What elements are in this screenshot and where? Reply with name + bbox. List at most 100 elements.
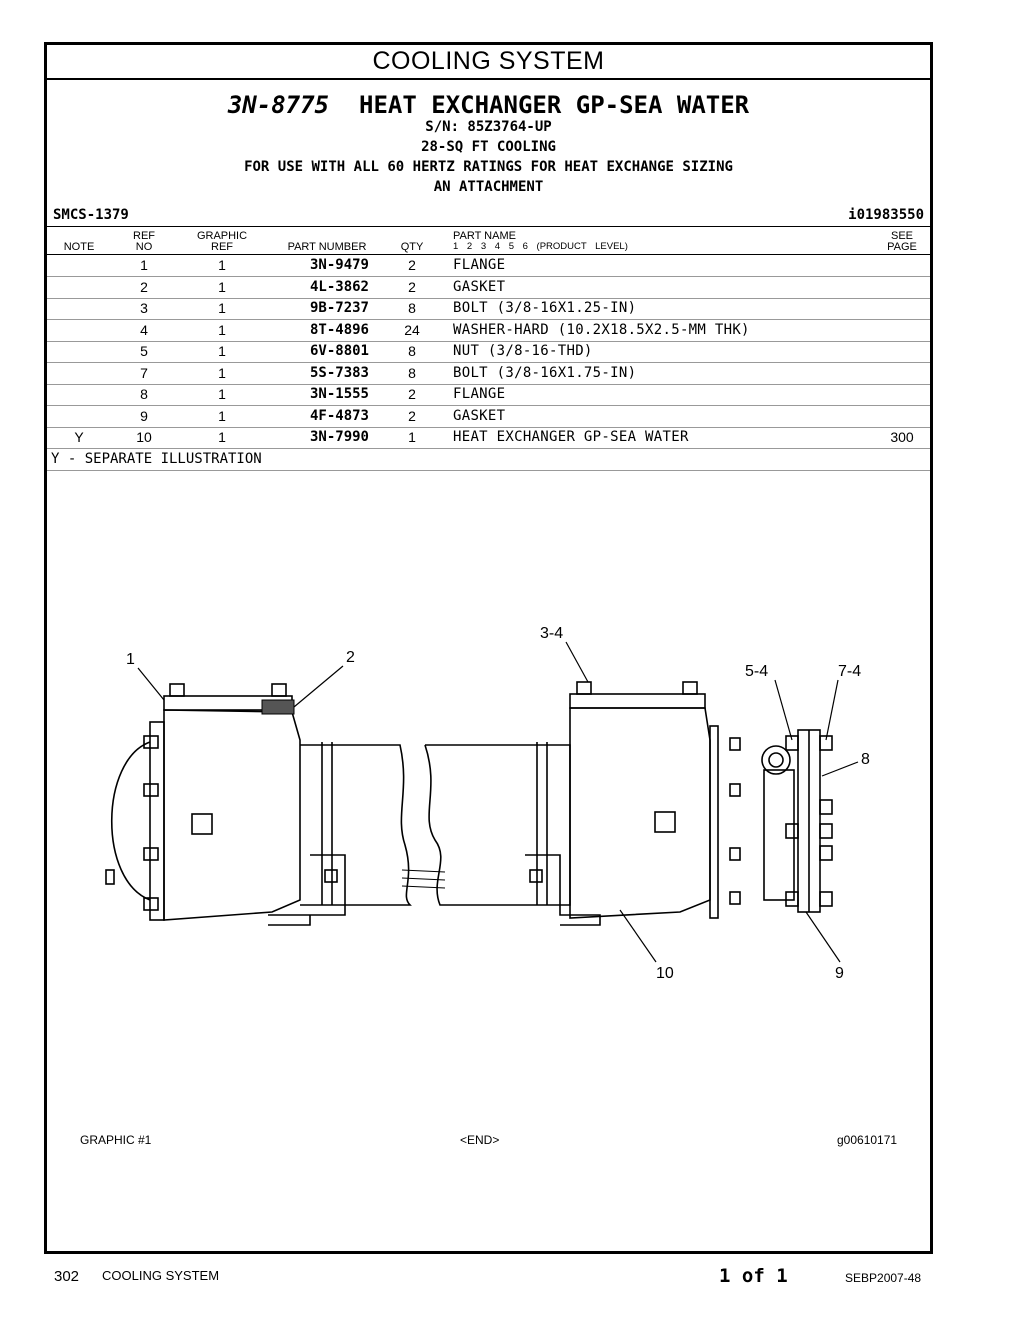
group-part-number: 3N-8775 — [227, 91, 329, 119]
cell-see: 300 — [890, 429, 914, 445]
row-rule — [47, 319, 930, 320]
graphic-label: GRAPHIC #1 — [80, 1133, 152, 1147]
cell-ref: 4 — [140, 321, 148, 338]
cell-qty: 24 — [404, 321, 420, 338]
right-drain-plug — [654, 811, 676, 833]
cell-note: Y — [74, 429, 84, 445]
end-fitting — [761, 745, 791, 775]
cell-part-number: 3N-7990 — [309, 429, 369, 445]
row-rule — [47, 448, 930, 449]
row-rule — [47, 426, 930, 428]
legend-rule — [47, 470, 930, 471]
left-end-bolts — [143, 735, 159, 911]
top-bolts-right — [576, 681, 698, 695]
right-bolts — [729, 737, 741, 905]
col-graphic-top: GRAPHIC — [196, 230, 248, 242]
cell-qty: 8 — [408, 364, 416, 381]
graphic-id: g00610171 — [837, 1133, 898, 1147]
cell-qty: 8 — [408, 343, 416, 359]
cell-graphic: 1 — [218, 429, 226, 445]
cell-graphic: 1 — [218, 407, 226, 424]
cell-ref: 10 — [136, 429, 152, 445]
section-title: COOLING SYSTEM — [47, 45, 930, 80]
cell-ref: 7 — [140, 364, 148, 381]
callout-3-4: 3-4 — [540, 625, 563, 642]
footer-section: COOLING SYSTEM — [102, 1268, 220, 1283]
cell-graphic: 1 — [218, 257, 226, 273]
callout-9: 9 — [835, 965, 844, 982]
shell-left — [300, 744, 412, 906]
row-rule — [47, 383, 930, 385]
page-number: 302 — [54, 1268, 80, 1285]
left-fitting — [105, 869, 115, 885]
callout-1: 1 — [126, 651, 135, 668]
left-end-plate — [149, 721, 165, 921]
callout-2: 2 — [346, 649, 355, 666]
cell-qty: 2 — [408, 407, 416, 424]
cell-part-number: 9B-7237 — [309, 300, 369, 316]
col-ref-bottom: NO — [135, 241, 153, 253]
cooling-line: 28-SQ FT COOLING — [421, 139, 556, 155]
group-name: HEAT EXCHANGER GP-SEA WATER — [359, 91, 750, 119]
cell-name: GASKET — [453, 278, 506, 295]
col-part-number: PART NUMBER — [287, 241, 367, 253]
cell-name: BOLT (3/8-16X1.25-IN) — [453, 300, 637, 316]
group-title: 3N-8775 HEAT EXCHANGER GP-SEA WATER — [47, 91, 930, 119]
serial-line: S/N: 85Z3764-UP — [425, 119, 552, 135]
usage-line: FOR USE WITH ALL 60 HERTZ RATINGS FOR HE… — [244, 159, 733, 175]
row-rule — [47, 340, 930, 342]
right-support-bracket — [525, 854, 601, 926]
right-flange-top — [569, 693, 706, 709]
cell-qty: 2 — [408, 257, 416, 273]
left-end-dome — [110, 741, 151, 901]
left-drain-plug — [191, 813, 213, 835]
left-support-bracket — [268, 854, 346, 926]
cell-part-number: 4L-3862 — [309, 278, 369, 295]
right-bonnet — [569, 707, 711, 919]
end-cover — [763, 769, 795, 901]
attachment-line: AN ATTACHMENT — [433, 179, 544, 195]
cell-qty: 1 — [408, 429, 416, 445]
cell-graphic: 1 — [218, 386, 226, 402]
table-top-rule — [47, 226, 930, 227]
callout-7-4: 7-4 — [838, 663, 861, 680]
page-of: 1 of 1 — [719, 1265, 788, 1287]
col-part-name-top: PART NAME — [453, 230, 516, 242]
cell-name: WASHER-HARD (10.2X18.5X2.5-MM THK) — [453, 321, 750, 338]
cell-ref: 1 — [140, 257, 148, 273]
cell-part-number: 5S-7383 — [309, 364, 369, 381]
callout-5-4: 5-4 — [745, 663, 768, 680]
legend-note: Y - SEPARATE ILLUSTRATION — [51, 451, 262, 467]
cell-qty: 2 — [408, 278, 416, 295]
illustration-id: i01983550 — [848, 207, 924, 223]
cell-ref: 8 — [140, 386, 148, 402]
header-rule — [47, 254, 930, 255]
cell-graphic: 1 — [218, 300, 226, 316]
col-ref-top: REF — [133, 230, 155, 242]
cell-qty: 2 — [408, 386, 416, 402]
right-bolt-flange — [709, 725, 719, 919]
cell-ref: 9 — [140, 407, 148, 424]
document-number: SEBP2007-48 — [845, 1271, 922, 1285]
smcs-code: SMCS-1379 — [53, 207, 129, 223]
graphic-end: <END> — [460, 1133, 500, 1147]
cell-name: NUT (3/8-16-THD) — [453, 343, 593, 359]
table-row: Y 10 1 3N-7990 1 HEAT EXCHANGER GP-SEA WATER 3… — [47, 427, 930, 448]
col-note: NOTE — [63, 241, 95, 253]
callout-leaders — [137, 641, 859, 963]
cell-name: HEAT EXCHANGER GP-SEA WATER — [453, 429, 689, 445]
cell-graphic: 1 — [218, 343, 226, 359]
col-see-top: SEE — [890, 230, 913, 242]
cell-graphic: 1 — [218, 364, 226, 381]
cell-name: FLANGE — [453, 257, 506, 273]
cell-name: FLANGE — [453, 386, 506, 402]
row-rule — [47, 297, 930, 299]
